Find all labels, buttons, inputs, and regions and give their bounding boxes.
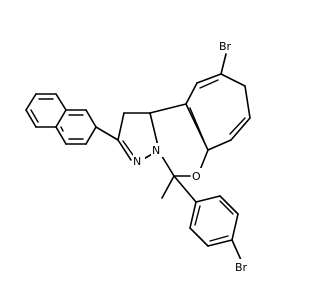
oxygen-label: O xyxy=(192,170,201,183)
quaternary-center xyxy=(161,175,197,203)
molecule-structure-diagram: Br N N O Br xyxy=(25,38,254,274)
nitrogen-ring-label: N xyxy=(152,144,160,157)
oxazine-ring xyxy=(149,103,209,177)
bromobenzo-ring xyxy=(185,53,251,151)
nitrogen-imine-label: N xyxy=(133,155,141,168)
methyl-bond xyxy=(161,175,175,199)
naphthalene-group xyxy=(25,93,97,145)
bromine-top-label: Br xyxy=(219,40,232,53)
naphthyl-link-bond xyxy=(95,126,119,141)
bromine-bottom-label: Br xyxy=(235,261,248,274)
bromophenyl-ring xyxy=(189,195,242,261)
atom-labels: Br N N O Br xyxy=(133,38,254,274)
